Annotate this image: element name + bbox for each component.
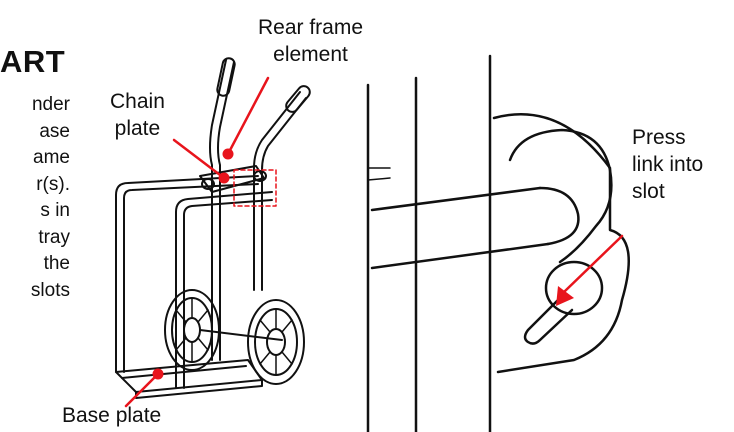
plate-outline [492,113,630,374]
leader-chain-plate [172,138,226,180]
detail-illustration [366,54,630,432]
rear-wheel [164,289,220,371]
callout-leaders [124,76,624,408]
label-line: Press [632,126,686,149]
leader-rear-frame [226,76,270,156]
left-handle [209,59,227,361]
tube-top [370,186,542,212]
label-line: link into [632,153,704,176]
tube-end [538,186,580,246]
section-heading: ART [0,44,66,79]
instruction-line: s in [40,200,70,221]
tube-bottom [370,242,550,270]
press-link-arrowhead [556,286,574,306]
label-chain-plate: Chain plate [110,88,165,142]
leader-base-plate [124,372,160,408]
front-frame [175,191,273,389]
right-grip [285,85,311,113]
label-line: plate [114,117,161,140]
left-grip [216,57,236,97]
front-wheel [247,299,305,385]
instruction-line: nder [31,94,70,115]
instruction-line: r(s). [36,173,70,195]
keyhole-slot [523,260,604,345]
instruction-line: ase [39,120,70,142]
collar [508,128,613,264]
outer-frame [115,175,259,373]
label-line: Rear frame [258,16,364,39]
trolley-illustration [115,57,311,399]
instruction-line: ame [33,147,70,168]
label-rear-frame: Rear frame element [258,14,363,68]
instruction-line: slots [30,279,70,301]
label-line: slot [632,180,665,203]
instruction-line: the [43,253,70,274]
right-handle [253,91,301,291]
instruction-text: nder ase ame r(s). s in tray the slots [31,92,70,304]
label-base-plate: Base plate [62,402,161,429]
instruction-line: tray [38,226,70,248]
label-line: Chain [110,90,165,113]
label-line: Base plate [62,404,162,427]
label-line: element [273,43,348,66]
leader-press-link [562,234,624,294]
detail-highlight-box [233,169,277,207]
label-press-link: Press link into slot [632,124,703,205]
